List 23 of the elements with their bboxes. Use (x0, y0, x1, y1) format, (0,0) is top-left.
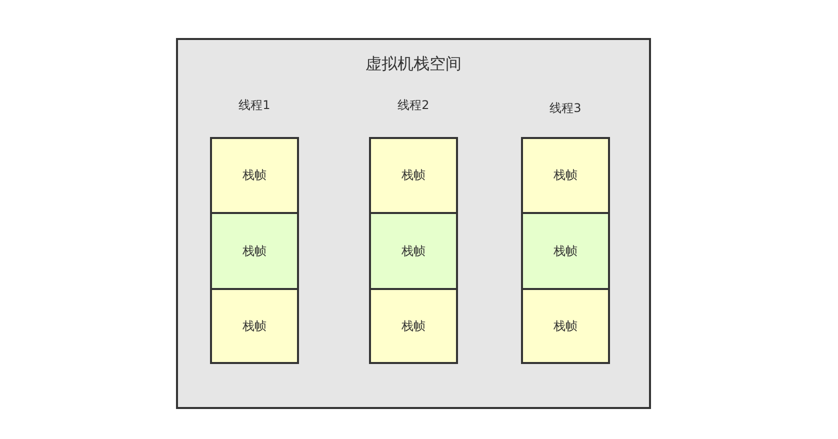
frame-label: 栈帧 (402, 168, 426, 183)
stack-frame (210, 137, 299, 214)
stack-frame (521, 137, 610, 214)
stack-frame (521, 288, 610, 364)
stack-frame (369, 288, 458, 364)
frame-label: 栈帧 (402, 244, 426, 258)
frame-label: 栈帧 (554, 318, 578, 334)
frame-label: 栈帧 (242, 318, 266, 334)
frame-label: 栈帧 (402, 318, 426, 334)
thread-label: 线程2 (398, 98, 430, 112)
frame-label: 栈帧 (554, 168, 578, 183)
stack-frame (369, 212, 458, 290)
stack-frame (521, 212, 610, 290)
stack-frame (210, 212, 299, 290)
stack-frame (210, 288, 299, 364)
frame-label: 栈帧 (242, 244, 266, 258)
frame-label: 栈帧 (554, 244, 578, 258)
stack-frame (369, 137, 458, 214)
stack-space-panel (176, 38, 651, 409)
panel-title: 虚拟机栈空间 (366, 54, 462, 74)
thread-label: 线程3 (550, 101, 582, 116)
thread-label: 线程1 (238, 98, 270, 112)
frame-label: 栈帧 (242, 168, 266, 183)
